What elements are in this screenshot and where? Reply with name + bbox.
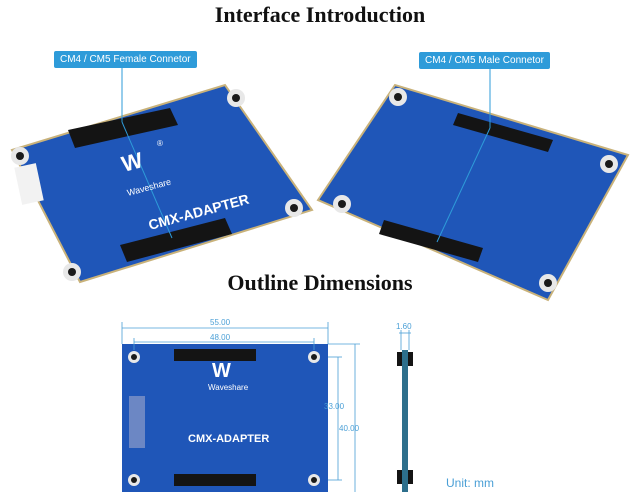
dim-width-inner: 48.00 <box>210 333 231 342</box>
dim-thickness: 1.60 <box>396 322 412 331</box>
dim-height-outer: 40.00 <box>339 424 360 433</box>
dim-width-outer: 55.00 <box>210 318 231 327</box>
logo-mark-flat: W <box>212 360 231 382</box>
male-connector-callout: CM4 / CM5 Male Connetor <box>419 52 550 69</box>
interface-heading: Interface Introduction <box>214 2 426 27</box>
flat-board <box>122 344 328 492</box>
side-profile <box>397 350 413 492</box>
dimension-lines <box>121 322 411 492</box>
outline-heading: Outline Dimensions <box>227 270 413 295</box>
unit-label: Unit: mm <box>446 476 494 490</box>
dim-height-inner: 33.00 <box>324 402 345 411</box>
female-connector-callout: CM4 / CM5 Female Connetor <box>54 51 197 68</box>
board-name-flat: CMX-ADAPTER <box>188 433 269 445</box>
left-board <box>10 83 314 284</box>
right-board <box>316 83 630 302</box>
brand-text-flat: Waveshare <box>208 383 249 392</box>
registered-mark: ® <box>157 139 163 148</box>
